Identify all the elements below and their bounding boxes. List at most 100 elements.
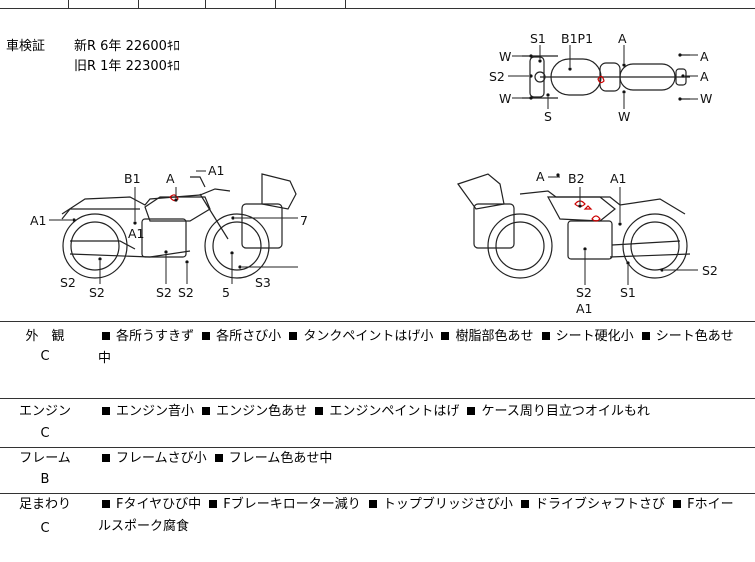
item: シート硬化小 — [555, 329, 634, 344]
item: エンジン音小 — [116, 404, 195, 419]
row-category: 足まわり — [18, 497, 71, 512]
row-items: エンジン音小 エンジン色あせ エンジンペイントはげ ケース周り目立つオイルもれ — [98, 401, 745, 423]
diagram-label: A1 — [30, 213, 47, 228]
item: エンジンペイントはげ — [329, 404, 460, 419]
diagram-label: W — [618, 109, 630, 124]
top-view-motorcycle-icon — [522, 54, 690, 100]
item: フレーム色あせ中 — [228, 451, 333, 466]
bullet-square-icon — [102, 454, 110, 462]
right-view-markers — [556, 173, 664, 272]
row-items: フレームさび小 フレーム色あせ中 — [98, 448, 745, 470]
diagram-label: 7 — [300, 213, 308, 228]
diagram-label: A1 — [576, 301, 593, 316]
diagram-label: S2 — [576, 285, 592, 300]
diagram-label: A — [700, 49, 709, 64]
bullet-square-icon — [673, 500, 682, 508]
strip-divider — [68, 0, 69, 8]
diagram-label: S3 — [255, 275, 271, 290]
bullet-square-icon — [521, 500, 530, 508]
right-side-motorcycle-icon — [457, 173, 691, 279]
top-view-leaders — [508, 45, 698, 109]
condition-row-engine: エンジン C エンジン音小 エンジン色あせ エンジンペイントはげ ケース周り目立… — [0, 399, 755, 448]
item: 樹脂部色あせ — [455, 329, 534, 344]
row-items: Fタイヤひび中 Fブレーキローター減り トップブリッジさび小 ドライブシャフトさ… — [98, 494, 745, 538]
diagram-label: S2 — [89, 285, 105, 300]
row-category: フレーム — [19, 451, 71, 466]
top-strip — [0, 0, 755, 9]
bullet-square-icon — [202, 332, 211, 340]
item: 各所うすきず — [116, 329, 195, 344]
inspection-old: 旧R 1年 22300ｷﾛ — [74, 59, 180, 74]
bullet-square-icon — [315, 407, 324, 415]
top-view-markers — [529, 53, 685, 101]
left-side-motorcycle-icon — [61, 173, 297, 279]
item: タンクペイントはげ小 — [303, 329, 434, 344]
row-category: 外 観 — [25, 329, 65, 344]
strip-divider — [345, 0, 346, 8]
bullet-square-icon — [368, 500, 377, 508]
item: エンジン色あせ — [216, 404, 308, 419]
diagram-label: A1 — [610, 171, 627, 186]
bullet-square-icon — [289, 332, 298, 340]
item: Fホイールスポーク腐食 — [98, 497, 734, 534]
item: フレームさび小 — [116, 451, 207, 466]
item: Fブレーキローター減り — [223, 497, 361, 512]
row-grade: C — [40, 426, 50, 441]
row-grade: C — [40, 349, 50, 364]
item: ドライブシャフトさび — [535, 497, 666, 512]
condition-row-frame: フレーム B フレームさび小 フレーム色あせ中 — [0, 448, 755, 494]
bullet-square-icon — [102, 332, 110, 340]
bullet-square-icon — [467, 407, 476, 415]
diagram-label: 5 — [222, 285, 230, 300]
diagram-label: S2 — [702, 263, 718, 278]
damage-diagram-area: 車検証 新R 6年 22600ｷﾛ 旧R 1年 22300ｷﾛ — [0, 9, 755, 321]
item: Fタイヤひび中 — [116, 497, 202, 512]
item: 各所さび小 — [216, 329, 282, 344]
inspection-label: 車検証 — [6, 39, 46, 54]
diagram-label: S2 — [489, 69, 505, 84]
strip-divider — [138, 0, 139, 8]
left-view-markers — [72, 198, 242, 269]
right-view-leaders — [548, 176, 698, 285]
diagram-label: S1 — [530, 31, 546, 46]
bullet-square-icon — [214, 454, 223, 462]
diagram-label: A — [166, 171, 175, 186]
diagram-label: A — [700, 69, 709, 84]
item: シート色あせ中 — [98, 329, 734, 366]
diagram-label: A1 — [208, 163, 225, 178]
condition-row-exterior: 外 観 C 各所うすきず 各所さび小 タンクペイントはげ小 樹脂部色あせ シート… — [0, 322, 755, 399]
diagram-label: B2 — [568, 171, 585, 186]
bullet-square-icon — [202, 407, 211, 415]
diagram-label: A — [536, 169, 545, 184]
diagram-label: W — [700, 91, 712, 106]
bullet-square-icon — [641, 332, 650, 340]
row-category: エンジン — [18, 404, 71, 419]
row-grade: B — [40, 472, 50, 487]
left-view-leaders — [49, 170, 298, 284]
bullet-square-icon — [541, 332, 550, 340]
row-items: 各所うすきず 各所さび小 タンクペイントはげ小 樹脂部色あせ シート硬化小 シー… — [98, 326, 745, 370]
row-grade: C — [40, 521, 50, 536]
bullet-square-icon — [441, 332, 450, 340]
bullet-square-icon — [102, 407, 110, 415]
diagram-label: S — [544, 109, 552, 124]
diagram-label: W — [499, 49, 511, 64]
condition-row-suspension: 足まわり C Fタイヤひび中 Fブレーキローター減り トップブリッジさび小 ドラ… — [0, 494, 755, 562]
diagram-label: W — [499, 91, 511, 106]
diagram-label: S2 — [156, 285, 172, 300]
diagram-label: S2 — [60, 275, 76, 290]
inspection-new: 新R 6年 22600ｷﾛ — [74, 39, 180, 54]
diagram-label: S1 — [620, 285, 636, 300]
diagram-label: S2 — [178, 285, 194, 300]
diagram-label: A1 — [128, 226, 145, 241]
condition-table: 外 観 C 各所うすきず 各所さび小 タンクペイントはげ小 樹脂部色あせ シート… — [0, 321, 755, 562]
strip-divider — [205, 0, 206, 8]
item: ケース周り目立つオイルもれ — [481, 404, 650, 419]
bullet-square-icon — [209, 500, 218, 508]
diagram-label: B1P1 — [561, 31, 593, 46]
diagram-label: B1 — [124, 171, 141, 186]
item: トップブリッジさび小 — [382, 497, 513, 512]
strip-divider — [275, 0, 276, 8]
diagram-label: A — [618, 31, 627, 46]
motorcycle-diagrams: S1 B1P1 A W S2 W S W A A W — [30, 31, 718, 316]
